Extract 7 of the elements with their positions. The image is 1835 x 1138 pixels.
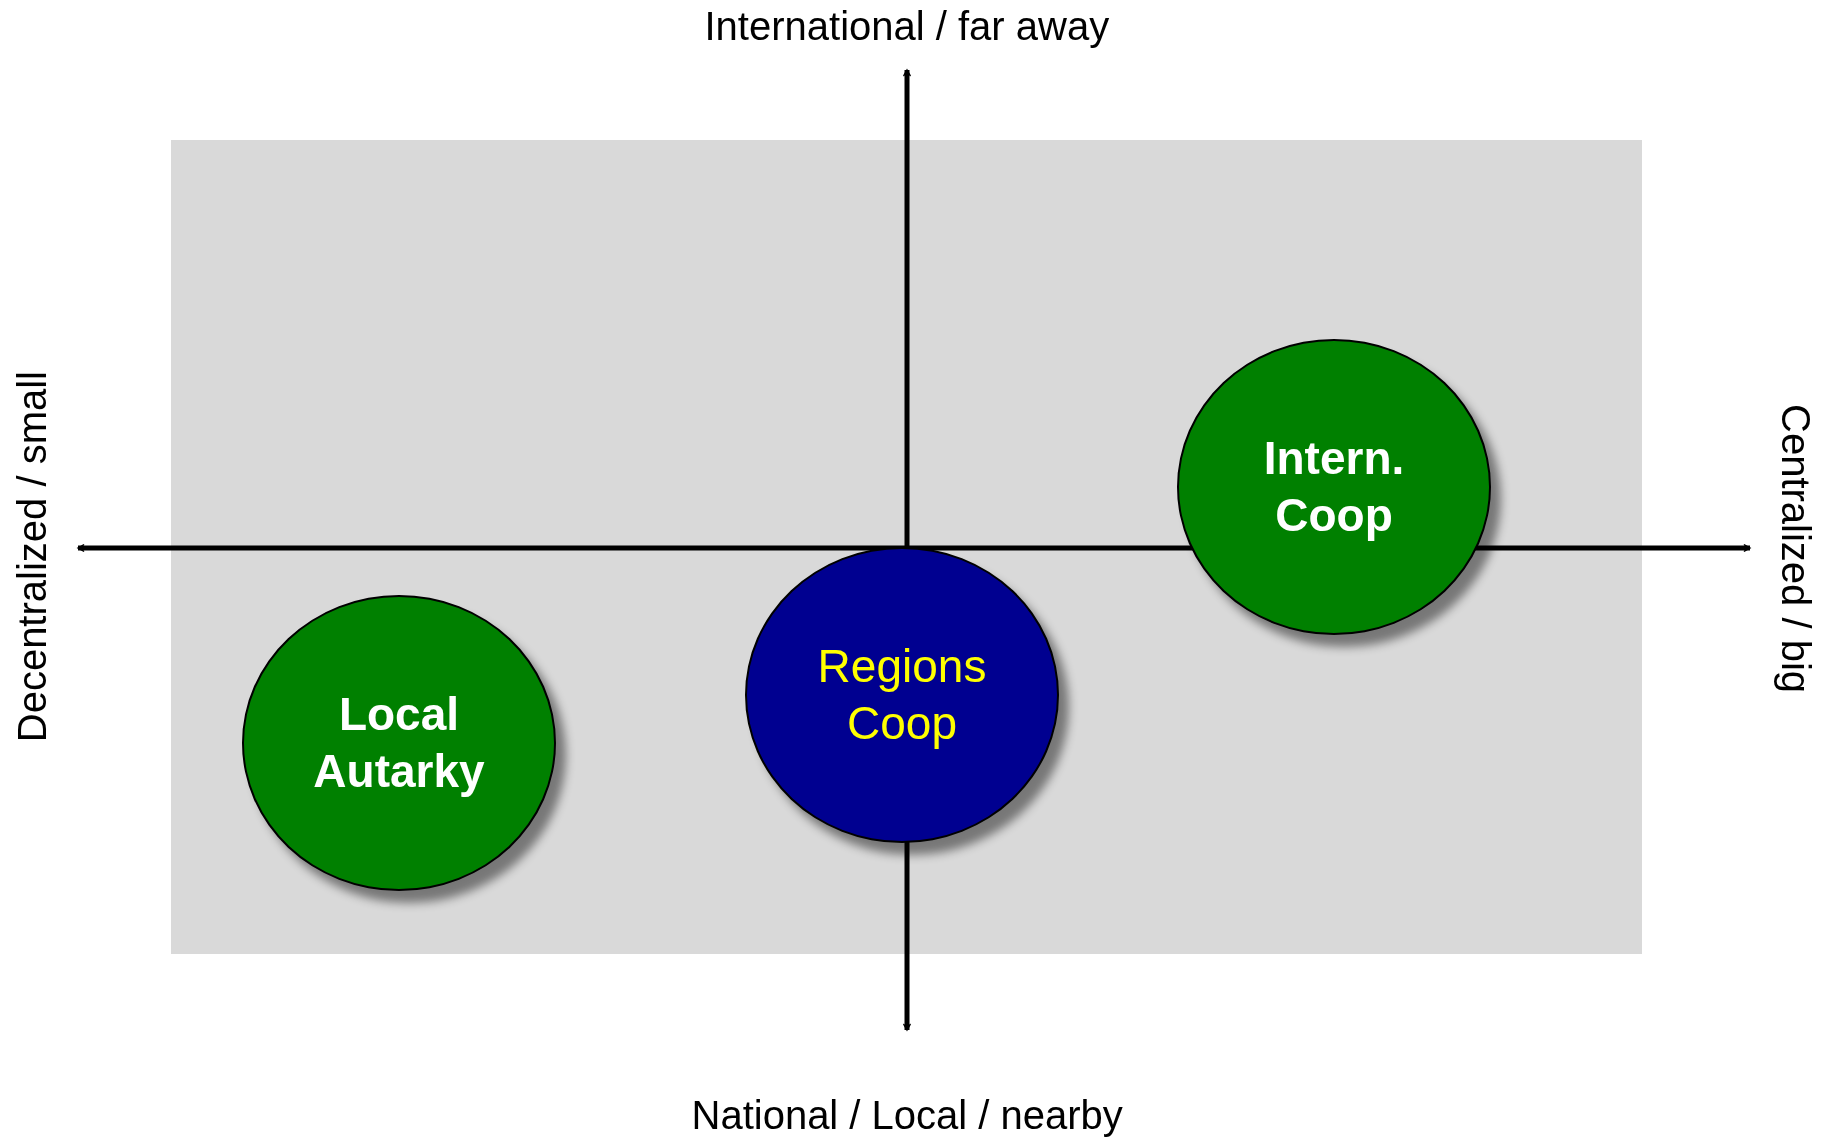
bubble-label: Local Autarky [312, 686, 486, 799]
axis-label: National / Local / nearby [691, 1095, 1123, 1135]
axis-label: Centralized / big [1776, 403, 1816, 693]
axis-label: International / far away [704, 6, 1110, 46]
bubble-label: Intern. Coop [1262, 430, 1406, 543]
axis-label: Decentralized / small [12, 370, 52, 742]
bubble-label: Regions Coop [816, 638, 988, 751]
